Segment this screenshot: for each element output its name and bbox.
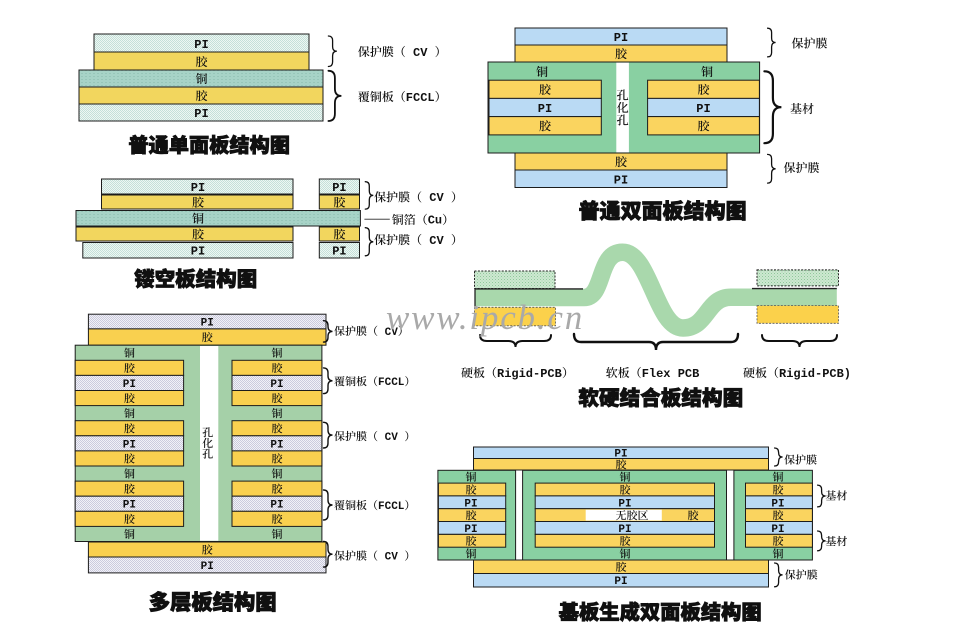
svg-text:PI: PI [618, 524, 631, 536]
svg-text:FCCL: FCCL [406, 91, 435, 105]
svg-text:PI: PI [201, 318, 214, 330]
svg-text:PI: PI [270, 439, 283, 451]
svg-text:PI: PI [696, 102, 710, 116]
svg-text:PI: PI [614, 31, 628, 45]
svg-text:CV: CV [378, 552, 404, 564]
svg-text:Flex PCB: Flex PCB [642, 367, 700, 381]
svg-text:PI: PI [771, 524, 784, 536]
svg-text:PI: PI [332, 181, 346, 195]
svg-text:Cu: Cu [428, 214, 442, 228]
svg-text:PI: PI [614, 576, 627, 588]
svg-text:CV: CV [406, 46, 435, 60]
svg-text:PI: PI [123, 500, 136, 512]
svg-text:PI: PI [201, 561, 214, 573]
svg-text:PI: PI [270, 379, 283, 391]
svg-text:PI: PI [464, 524, 477, 536]
svg-text:Rigid-PCB): Rigid-PCB) [779, 367, 851, 381]
svg-text:CV: CV [422, 234, 451, 248]
svg-text:CV: CV [378, 432, 404, 444]
svg-text:CV: CV [422, 191, 451, 205]
svg-text:PI: PI [191, 181, 205, 195]
svg-text:PI: PI [614, 449, 627, 461]
svg-text:Rigid-PCB: Rigid-PCB [497, 367, 562, 381]
svg-text:PI: PI [270, 500, 283, 512]
svg-text:PI: PI [771, 498, 784, 510]
svg-text:PI: PI [194, 38, 208, 52]
svg-text:FCCL: FCCL [378, 501, 405, 513]
svg-text:PI: PI [538, 102, 552, 116]
svg-text:PI: PI [614, 173, 628, 187]
svg-text:www.ipcb.cn: www.ipcb.cn [386, 298, 584, 337]
svg-text:PI: PI [618, 498, 631, 510]
svg-text:FCCL: FCCL [378, 377, 405, 389]
svg-text:PI: PI [123, 379, 136, 391]
svg-text:PI: PI [191, 245, 205, 259]
svg-text:PI: PI [332, 245, 346, 259]
svg-text:CV: CV [378, 327, 398, 339]
svg-text:PI: PI [123, 439, 136, 451]
svg-text:PI: PI [194, 107, 208, 121]
svg-text:PI: PI [464, 498, 477, 510]
